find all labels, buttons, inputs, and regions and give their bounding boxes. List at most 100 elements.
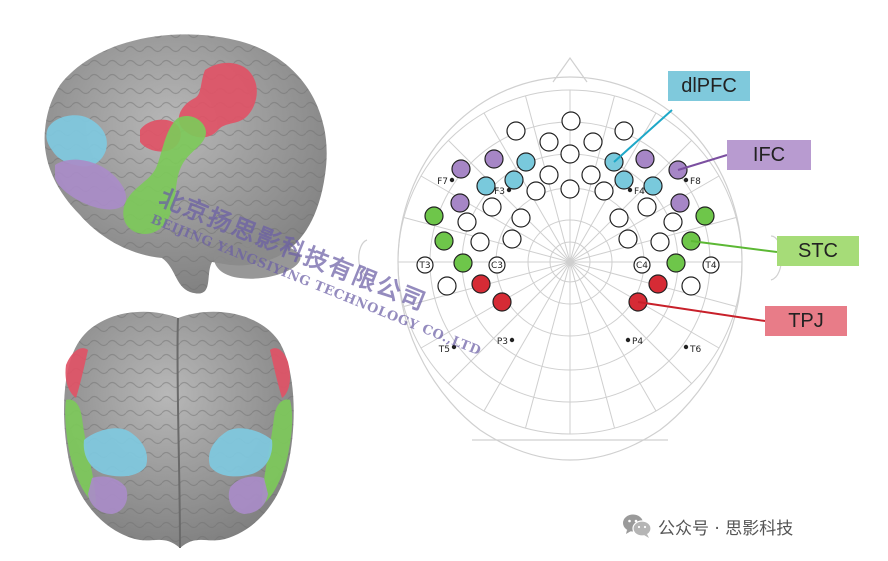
electrode-t6: T6	[683, 344, 701, 355]
electrode-f8: F8	[683, 177, 701, 187]
brain-region-tpj	[270, 348, 290, 398]
grid-spoke	[569, 261, 657, 412]
channel-unassigned	[637, 197, 657, 217]
grid-spoke	[483, 261, 571, 412]
channel-dlpfc	[476, 176, 496, 196]
channel-unassigned	[539, 165, 559, 185]
footer-text: 公众号 · 思影科技	[658, 518, 794, 539]
svg-text:C4: C4	[636, 261, 648, 271]
polar-grid	[397, 89, 743, 435]
channel-tpj	[648, 274, 668, 294]
brain-region-ifc	[228, 476, 268, 514]
ear-left	[358, 239, 368, 277]
channel-layout	[424, 111, 715, 312]
svg-text:P3: P3	[497, 337, 508, 347]
brain-region-stc	[65, 399, 96, 505]
nose	[552, 56, 588, 83]
channel-unassigned	[581, 165, 601, 185]
channel-unassigned	[470, 232, 490, 252]
channel-unassigned	[583, 132, 603, 152]
wechat-account-footer: 公众号 · 思影科技	[622, 512, 793, 540]
electrode-t4: T4	[702, 256, 720, 274]
channel-unassigned	[681, 276, 701, 296]
brain-region-ifc	[55, 159, 127, 210]
channel-ifc	[451, 159, 471, 179]
electrode-c3: C3	[488, 256, 506, 274]
brain-lateral-view	[44, 34, 327, 294]
channel-unassigned	[502, 229, 522, 249]
channel-dlpfc	[614, 170, 634, 190]
brain-region-tpj	[178, 62, 257, 138]
callout-lines	[613, 109, 778, 322]
channel-dlpfc	[516, 152, 536, 172]
channel-ifc	[670, 193, 690, 213]
grid-spoke	[420, 175, 571, 263]
svg-text:F8: F8	[690, 177, 701, 187]
electrode-labels: F7 F8 F3 F4 T3 C3 C4 T4 T5 P3 P4 T6	[416, 177, 720, 355]
channel-ifc	[635, 149, 655, 169]
grid-spoke	[483, 112, 571, 263]
region-label-stc: STC	[777, 236, 859, 266]
channel-unassigned	[614, 121, 634, 141]
brain-frontal-view	[64, 311, 294, 549]
wechat-icon	[623, 514, 652, 538]
callout-line-dlpfc	[613, 109, 673, 163]
channel-unassigned	[511, 208, 531, 228]
channel-dlpfc	[504, 170, 524, 190]
grid-spoke	[448, 140, 571, 263]
channel-stc	[424, 206, 444, 226]
electrode-f4: F4	[627, 187, 645, 197]
channel-unassigned	[561, 111, 581, 131]
svg-text:P4: P4	[632, 337, 643, 347]
svg-text:T3: T3	[418, 261, 430, 271]
electrode-t3: T3	[416, 256, 434, 274]
svg-text:C3: C3	[491, 261, 503, 271]
svg-text:F4: F4	[634, 187, 645, 197]
brain-region-dlpfc	[83, 428, 148, 477]
channel-unassigned	[482, 197, 502, 217]
channel-unassigned	[506, 121, 526, 141]
channel-unassigned	[560, 144, 580, 164]
channel-unassigned	[609, 208, 629, 228]
channel-unassigned	[663, 212, 683, 232]
electrode-c4: C4	[633, 256, 651, 274]
electrode-p3: P3	[497, 337, 515, 347]
brain-region-dlpfc	[208, 428, 273, 477]
channel-stc	[453, 253, 473, 273]
brain-renders	[44, 34, 327, 549]
channel-unassigned	[437, 276, 457, 296]
grid-spoke	[569, 140, 692, 263]
svg-text:F7: F7	[437, 177, 448, 187]
channel-unassigned	[560, 179, 580, 199]
channel-unassigned	[594, 181, 614, 201]
head-outline	[358, 56, 783, 461]
region-label-ifc: IFC	[727, 140, 811, 170]
grid-spoke	[569, 261, 615, 429]
electrode-t5: T5	[438, 344, 457, 355]
channel-ifc	[450, 193, 470, 213]
grid-spoke	[525, 261, 571, 429]
channel-unassigned	[539, 132, 559, 152]
channel-unassigned	[526, 181, 546, 201]
electrode-f7: F7	[437, 177, 455, 187]
channel-dlpfc	[643, 176, 663, 196]
svg-text:F3: F3	[494, 187, 505, 197]
svg-text:T5: T5	[438, 345, 450, 355]
channel-stc	[434, 231, 454, 251]
electrode-f3: F3	[494, 187, 512, 197]
region-label-tpj: TPJ	[765, 306, 847, 336]
brain-region-ifc	[88, 476, 128, 514]
svg-text:T4: T4	[704, 261, 716, 271]
channel-ifc	[484, 149, 504, 169]
callout-line-stc	[690, 240, 778, 253]
callout-line-tpj	[637, 301, 766, 322]
channel-unassigned	[457, 212, 477, 232]
brain-region-stc	[123, 115, 206, 235]
grid-spoke	[569, 175, 720, 263]
channel-tpj	[492, 292, 512, 312]
grid-spoke	[448, 261, 571, 384]
channel-unassigned	[650, 232, 670, 252]
callout-line-ifc	[677, 154, 728, 171]
region-label-dlpfc: dlPFC	[668, 71, 750, 101]
